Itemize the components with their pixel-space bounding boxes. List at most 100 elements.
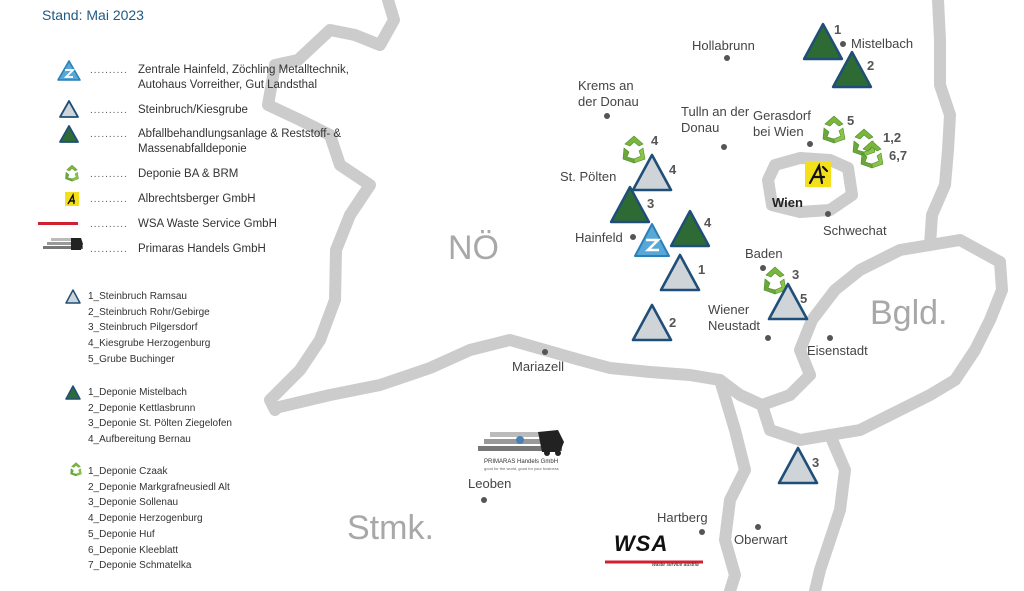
list-item: 4_Deponie Herzogenburg	[88, 513, 203, 525]
label-hollabrunn: Hollabrunn	[692, 38, 755, 53]
list-deponie-ba-icon	[70, 462, 82, 477]
marker-albrechtsberger-icon[interactable]	[805, 161, 831, 187]
list-item: 4_Kiesgrube Herzogenburg	[88, 338, 211, 350]
list-item: 5_Deponie Huf	[88, 528, 155, 540]
region-stmk: Stmk.	[347, 509, 434, 547]
list-steinbruch-icon	[65, 289, 81, 304]
list-deponie: 1_Deponie Mistelbach 2_Deponie Kettlasbr…	[88, 385, 232, 448]
legend-text: Primaras Handels GmbH	[138, 243, 266, 255]
dot-hartberg	[699, 529, 705, 535]
border-bgld-stmk	[756, 256, 1008, 446]
legend-primaras-icon	[43, 238, 83, 250]
primaras-logo-text: PRIMARAS Handels GmbH	[484, 459, 559, 465]
list-steinbruch: 1_Steinbruch Ramsau 2_Steinbruch Rohr/Ge…	[88, 289, 210, 368]
marker-number: 1	[698, 262, 706, 277]
legend-dots: ..........	[90, 65, 128, 76]
list-item: 2_Deponie Kettlasbrunn	[88, 402, 196, 414]
border-south	[714, 374, 751, 591]
list-item: 3_Deponie St. Pölten Ziegelofen	[88, 418, 232, 430]
marker-number: 5	[800, 291, 808, 306]
marker-number: 2	[867, 58, 875, 73]
label-hartberg: Hartberg	[657, 510, 708, 525]
label-eisenstadt: Eisenstadt	[807, 343, 868, 358]
list-item: 3_Deponie Sollenau	[88, 497, 179, 509]
list-item: 2_Steinbruch Rohr/Gebirge	[88, 306, 210, 318]
legend-light-triangle-icon	[59, 100, 79, 118]
legend-dark-triangle-icon	[59, 125, 79, 143]
dot-krems	[604, 113, 610, 119]
legend-steinbruch: .......... Steinbruch/Kiesgrube	[32, 103, 368, 123]
primaras-logo-subtext: good for the world, good for your busine…	[484, 466, 559, 471]
label-wien: Wien	[772, 195, 803, 210]
marker-number: 4	[651, 133, 659, 148]
marker-zentrale-hainfeld-icon[interactable]	[634, 223, 670, 257]
legend-deponie: .......... Abfallbehandlungsanlage & Res…	[32, 127, 368, 157]
list-item: 1_Steinbruch Ramsau	[88, 291, 187, 302]
marker-recycle-sollenau-icon[interactable]	[763, 266, 787, 295]
wsa-logo-text: WSA	[614, 531, 669, 556]
dot-wiener-neustadt	[765, 335, 771, 341]
wsa-logo-subtext: waste service austria	[652, 562, 699, 568]
label-hainfeld: Hainfeld	[575, 230, 623, 245]
marker-number: 5	[847, 113, 855, 128]
border-noe-north	[262, 0, 400, 416]
list-item: 6_Deponie Kleeblatt	[88, 544, 179, 556]
legend-text: WSA Waste Service GmbH	[138, 218, 277, 230]
legend-text: Deponie BA & BRM	[138, 168, 239, 180]
label-st-poelten: St. Pölten	[560, 169, 617, 184]
label-oberwart: Oberwart	[734, 532, 788, 547]
dot-baden	[760, 265, 766, 271]
legend-deponie-ba: .......... Deponie BA & BRM	[32, 167, 368, 187]
border-wien	[762, 152, 858, 218]
legend-dots: ..........	[90, 105, 128, 116]
label-leoben: Leoben	[468, 476, 512, 491]
dot-mariazell	[542, 349, 548, 355]
legend-dots: ..........	[90, 194, 128, 205]
primaras-map-logo	[478, 430, 564, 456]
marker-recycle-wien-67-icon[interactable]	[860, 140, 884, 169]
legend-wsa: .......... WSA Waste Service GmbH	[32, 217, 368, 237]
border-east	[924, 0, 956, 251]
border-noe-bgld	[756, 234, 1006, 411]
legend-text: Steinbruch/Kiesgrube	[138, 104, 248, 116]
dot-hollabrunn	[724, 55, 730, 61]
label-baden: Baden	[745, 246, 783, 261]
legend-zentrale: .......... Zentrale Hainfeld, Zöchling M…	[32, 63, 368, 93]
list-item: 7_Deponie Schmatelka	[88, 560, 192, 572]
dot-gerasdorf	[807, 141, 813, 147]
list-deponie-ba: 1_Deponie Czaak 2_Deponie Markgrafneusie…	[88, 464, 230, 574]
label-wiener-neustadt: Wiener Neustadt	[708, 302, 761, 333]
marker-number: 3	[647, 196, 655, 211]
stand-date: Stand: Mai 2023	[42, 7, 144, 23]
marker-recycle-krems-icon[interactable]	[622, 135, 646, 164]
dot-leoben	[481, 497, 487, 503]
marker-number: 4	[704, 215, 712, 230]
marker-recycle-gerasdorf-icon[interactable]	[822, 115, 846, 144]
marker-number: 4	[669, 162, 677, 177]
border-south-east	[809, 429, 851, 591]
legend-albrechtsberger-icon	[65, 192, 79, 206]
marker-deponie-st-poelten-icon[interactable]	[609, 185, 651, 224]
marker-steinbruch-ramsau-icon[interactable]	[659, 253, 701, 292]
list-item: 3_Steinbruch Pilgersdorf	[88, 322, 198, 334]
marker-number: 1	[834, 22, 842, 37]
dot-oberwart	[755, 524, 761, 530]
list-item: 1_Deponie Czaak	[88, 466, 168, 477]
list-item: 1_Deponie Mistelbach	[88, 387, 187, 398]
marker-number: 1,2	[883, 130, 902, 145]
label-mistelbach: Mistelbach	[851, 36, 914, 51]
dot-eisenstadt	[827, 335, 833, 341]
legend-dots: ..........	[90, 169, 128, 180]
marker-steinbruch-rohr-icon[interactable]	[631, 303, 673, 342]
legend-text: Albrechtsberger GmbH	[138, 193, 256, 205]
dot-hainfeld	[630, 234, 636, 240]
state-borders	[262, 0, 1008, 591]
legend-wsa-icon	[38, 222, 78, 225]
list-item: 5_Grube Buchinger	[88, 353, 175, 365]
dot-schwechat	[825, 211, 831, 217]
list-deponie-icon	[65, 385, 81, 400]
label-tulln: Tulln an der Donau	[681, 104, 750, 135]
dot-mistelbach	[840, 41, 846, 47]
legend-dots: ..........	[90, 129, 128, 140]
